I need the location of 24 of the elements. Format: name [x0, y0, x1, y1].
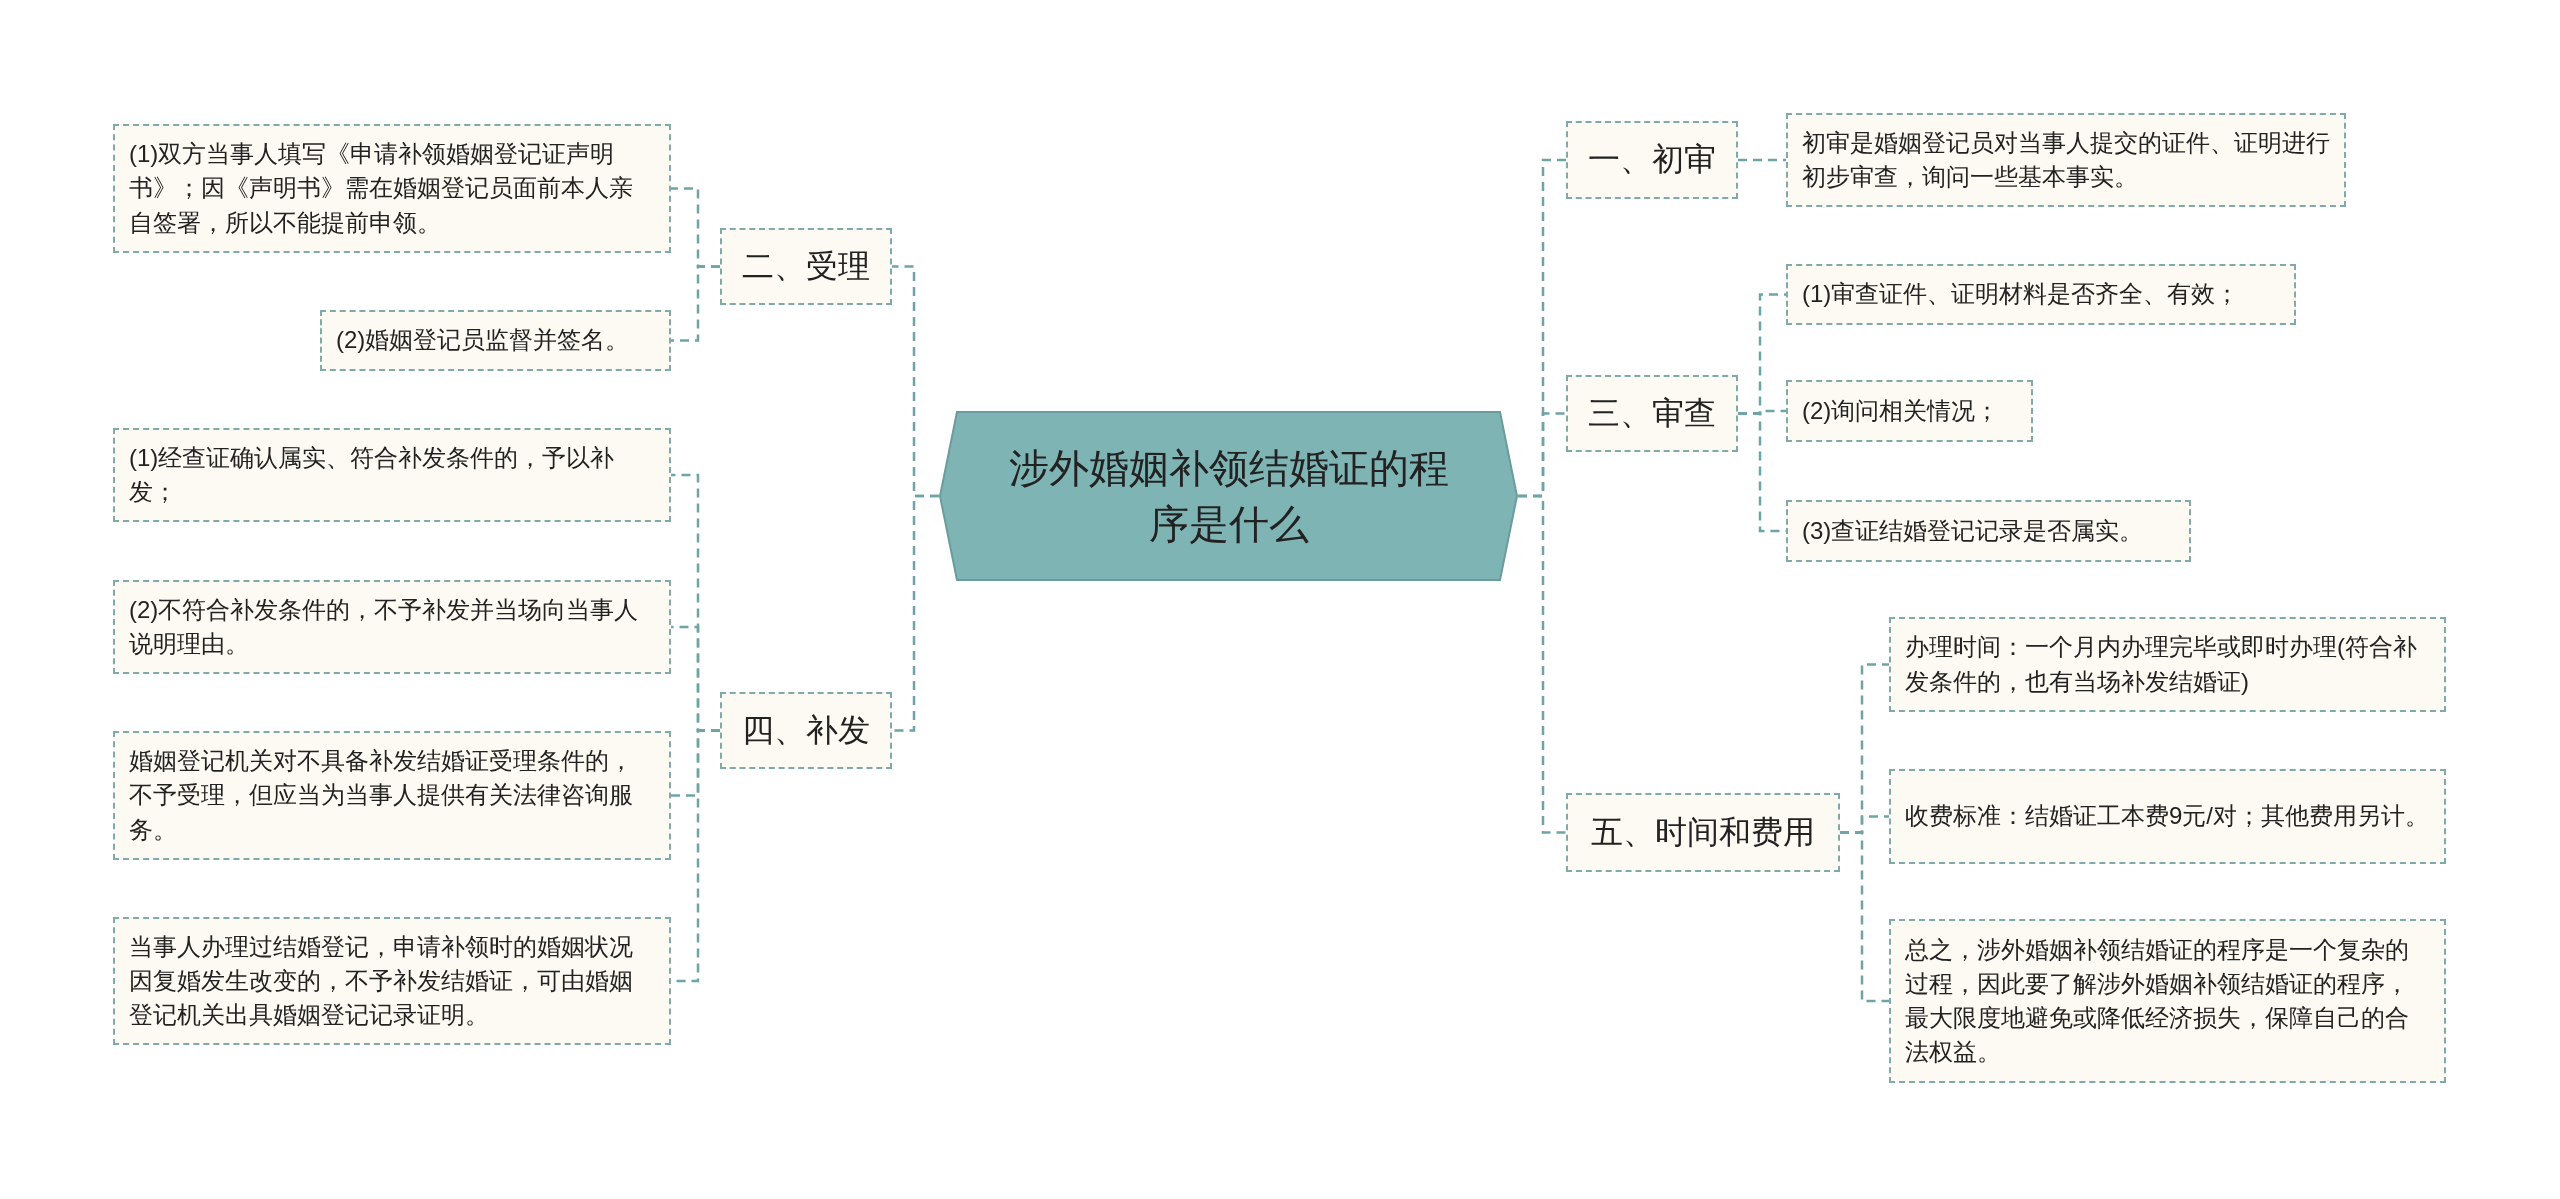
note-box: (2)询问相关情况；	[1786, 380, 2033, 442]
topic-box: 二、受理	[720, 228, 892, 305]
connector-line	[892, 494, 939, 732]
note-box: 当事人办理过结婚登记，申请补领时的婚姻状况因复婚发生改变的，不予补发结婚证，可由婚姻登记机关出具婚姻登记记录证明。	[113, 917, 671, 1045]
note-box: 办理时间：一个月内办理完毕或即时办理(符合补发条件的，也有当场补发结婚证)	[1889, 617, 2446, 712]
topic-box: 三、审查	[1566, 375, 1738, 452]
connector-line	[1738, 158, 1786, 162]
note-box: 收费标准：结婚证工本费9元/对；其他费用另计。	[1889, 769, 2446, 864]
connector-line	[671, 265, 720, 342]
note-box: 总之，涉外婚姻补领结婚证的程序是一个复杂的过程，因此要了解涉外婚姻补领结婚证的程序，最大限度地避免或降低经济损失，保障自己的合法权益。	[1889, 919, 2446, 1083]
connector-line	[1518, 494, 1566, 834]
connector-line	[1840, 831, 1889, 1003]
note-box: (3)查证结婚登记记录是否属实。	[1786, 500, 2191, 562]
note-box: (1)经查证确认属实、符合补发条件的，予以补发；	[113, 428, 671, 522]
note-box: (2)不符合补发条件的，不予补发并当场向当事人说明理由。	[113, 580, 671, 674]
topic-box: 五、时间和费用	[1566, 793, 1840, 872]
note-box: (1)双方当事人填写《申请补领婚姻登记证声明书》；因《声明书》需在婚姻登记员面前本人亲自签署，所以不能提前申领。	[113, 124, 671, 253]
topic-box: 一、初审	[1566, 121, 1738, 199]
note-box: (1)审查证件、证明材料是否齐全、有效；	[1786, 264, 2296, 325]
note-box: 初审是婚姻登记员对当事人提交的证件、证明进行初步审查，询问一些基本事实。	[1786, 113, 2346, 207]
central-topic: 涉外婚姻补领结婚证的程序是什么	[939, 411, 1518, 581]
note-box: (2)婚姻登记员监督并签名。	[320, 310, 671, 371]
note-box: 婚姻登记机关对不具备补发结婚证受理条件的，不予受理，但应当为当事人提供有关法律咨询服务。	[113, 731, 671, 860]
topic-box: 四、补发	[720, 692, 892, 769]
